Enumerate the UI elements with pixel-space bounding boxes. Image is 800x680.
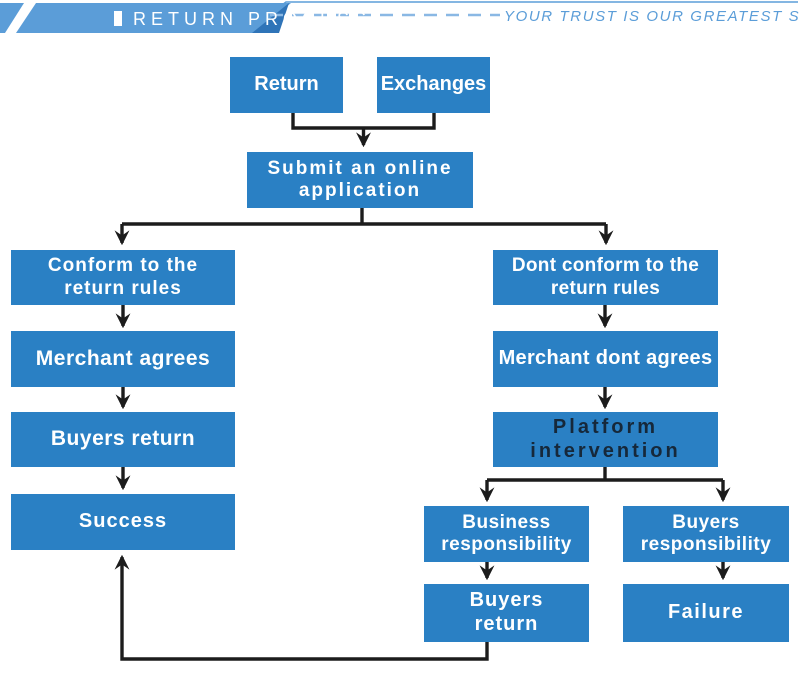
node-buyers-return-final: Buyers return (424, 584, 589, 642)
banner-main (16, 3, 291, 33)
banner-left-sliver (0, 3, 24, 33)
node-buyers-return: Buyers return (11, 412, 235, 467)
node-failure: Failure (623, 584, 789, 642)
node-merchant-dont-agrees: Merchant dont agrees (493, 331, 718, 387)
node-return: Return (230, 57, 343, 113)
node-success: Success (11, 494, 235, 550)
loop-return-to-success (114, 554, 489, 661)
title-marker-icon (114, 11, 122, 26)
node-conform-rules: Conform to the return rules (11, 250, 235, 305)
node-platform-intervention: Platform intervention (493, 412, 718, 467)
node-dont-conform-rules: Dont conform to the return rules (493, 250, 718, 305)
merge-bracket (291, 113, 436, 130)
banner-fold (252, 3, 289, 33)
header-top-edge-line (258, 1, 798, 23)
header-tagline: YOUR TRUST IS OUR GREATEST SUPPORT (504, 8, 800, 25)
node-buyers-responsibility: Buyers responsibility (623, 506, 789, 562)
node-business-responsibility: Business responsibility (424, 506, 589, 562)
node-submit-application: Submit an online application (247, 152, 473, 208)
node-merchant-agrees: Merchant agrees (11, 331, 235, 387)
header-banner-graphics (0, 1, 798, 33)
page-title: RETURN PROCESS (133, 9, 372, 29)
node-exchanges: Exchanges (377, 57, 490, 113)
